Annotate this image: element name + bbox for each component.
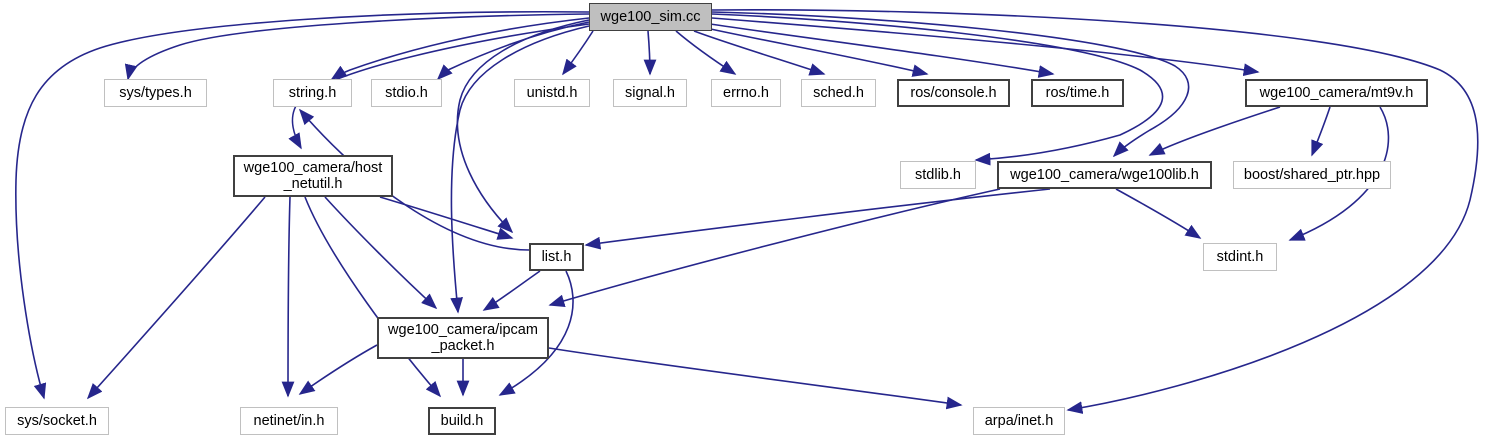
node-stringh[interactable]: string.h xyxy=(273,79,352,107)
node-root[interactable]: wge100_sim.cc xyxy=(589,3,712,31)
node-rosconsole[interactable]: ros/console.h xyxy=(897,79,1010,107)
node-ipcam[interactable]: wge100_camera/ipcam _packet.h xyxy=(377,317,549,359)
node-stdlibh[interactable]: stdlib.h xyxy=(900,161,976,189)
edge-root-to-ipcam xyxy=(450,25,590,314)
edge-mt9v-to-boostptr xyxy=(1311,106,1331,157)
node-stdioh[interactable]: stdio.h xyxy=(371,79,442,107)
edge-root-to-arpainet xyxy=(711,9,1479,414)
edge-root-to-mt9v xyxy=(711,17,1260,77)
edge-ipcam-to-netinet xyxy=(298,344,378,395)
edge-hostnet-to-buildh xyxy=(304,196,442,398)
edge-wge100lib-to-stdinth xyxy=(1115,188,1202,239)
node-stdinth[interactable]: stdint.h xyxy=(1203,243,1277,271)
edge-root-to-errnoh xyxy=(675,30,737,75)
edge-root-to-rostime xyxy=(709,23,1055,78)
edge-root-to-rosconsole xyxy=(705,27,929,77)
node-errnoh[interactable]: errno.h xyxy=(711,79,781,107)
node-arpainet[interactable]: arpa/inet.h xyxy=(973,407,1065,435)
node-syssocket[interactable]: sys/socket.h xyxy=(5,407,109,435)
edge-hostnet-to-ipcam xyxy=(324,196,438,310)
edge-wge100lib-to-ipcam xyxy=(548,188,1001,307)
node-hostnet[interactable]: wge100_camera/host _netutil.h xyxy=(233,155,393,197)
edge-hostnet-to-netinet xyxy=(281,196,295,398)
node-listh[interactable]: list.h xyxy=(529,243,584,271)
edge-root-to-signalh xyxy=(643,30,657,76)
edge-wge100lib-to-listh xyxy=(584,188,1051,250)
edge-root-to-systypes xyxy=(124,13,590,81)
edge-hostnet-to-listh xyxy=(379,196,514,240)
edge-root-to-unistdh xyxy=(562,30,594,76)
edge-ipcam-to-arpainet xyxy=(548,347,963,410)
edge-root-to-stringh xyxy=(330,17,590,80)
node-systypes[interactable]: sys/types.h xyxy=(104,79,207,107)
node-boostptr[interactable]: boost/shared_ptr.hpp xyxy=(1233,161,1391,189)
edge-root-to-wge100lib xyxy=(711,11,1190,158)
edge-listh-to-ipcam xyxy=(482,270,541,311)
edge-root-to-schedh xyxy=(693,30,826,76)
node-signalh[interactable]: signal.h xyxy=(613,79,687,107)
edge-hostnet-to-syssocket xyxy=(86,196,266,400)
edge-root-to-stdlibh xyxy=(711,13,1164,166)
node-rostime[interactable]: ros/time.h xyxy=(1031,79,1124,107)
edge-listh-to-buildh xyxy=(498,270,574,396)
edge-root-to-listh xyxy=(456,19,590,234)
node-schedh[interactable]: sched.h xyxy=(801,79,876,107)
node-buildh[interactable]: build.h xyxy=(428,407,496,435)
edge-root-to-stdioh xyxy=(436,21,590,81)
node-netinet[interactable]: netinet/in.h xyxy=(240,407,338,435)
edge-root-to-syssocket xyxy=(15,10,590,400)
node-wge100lib[interactable]: wge100_camera/wge100lib.h xyxy=(997,161,1212,189)
edge-mt9v-to-wge100lib xyxy=(1148,106,1281,156)
node-mt9v[interactable]: wge100_camera/mt9v.h xyxy=(1245,79,1428,107)
edge-listh-to-netinet xyxy=(298,108,530,251)
node-unistdh[interactable]: unistd.h xyxy=(514,79,590,107)
